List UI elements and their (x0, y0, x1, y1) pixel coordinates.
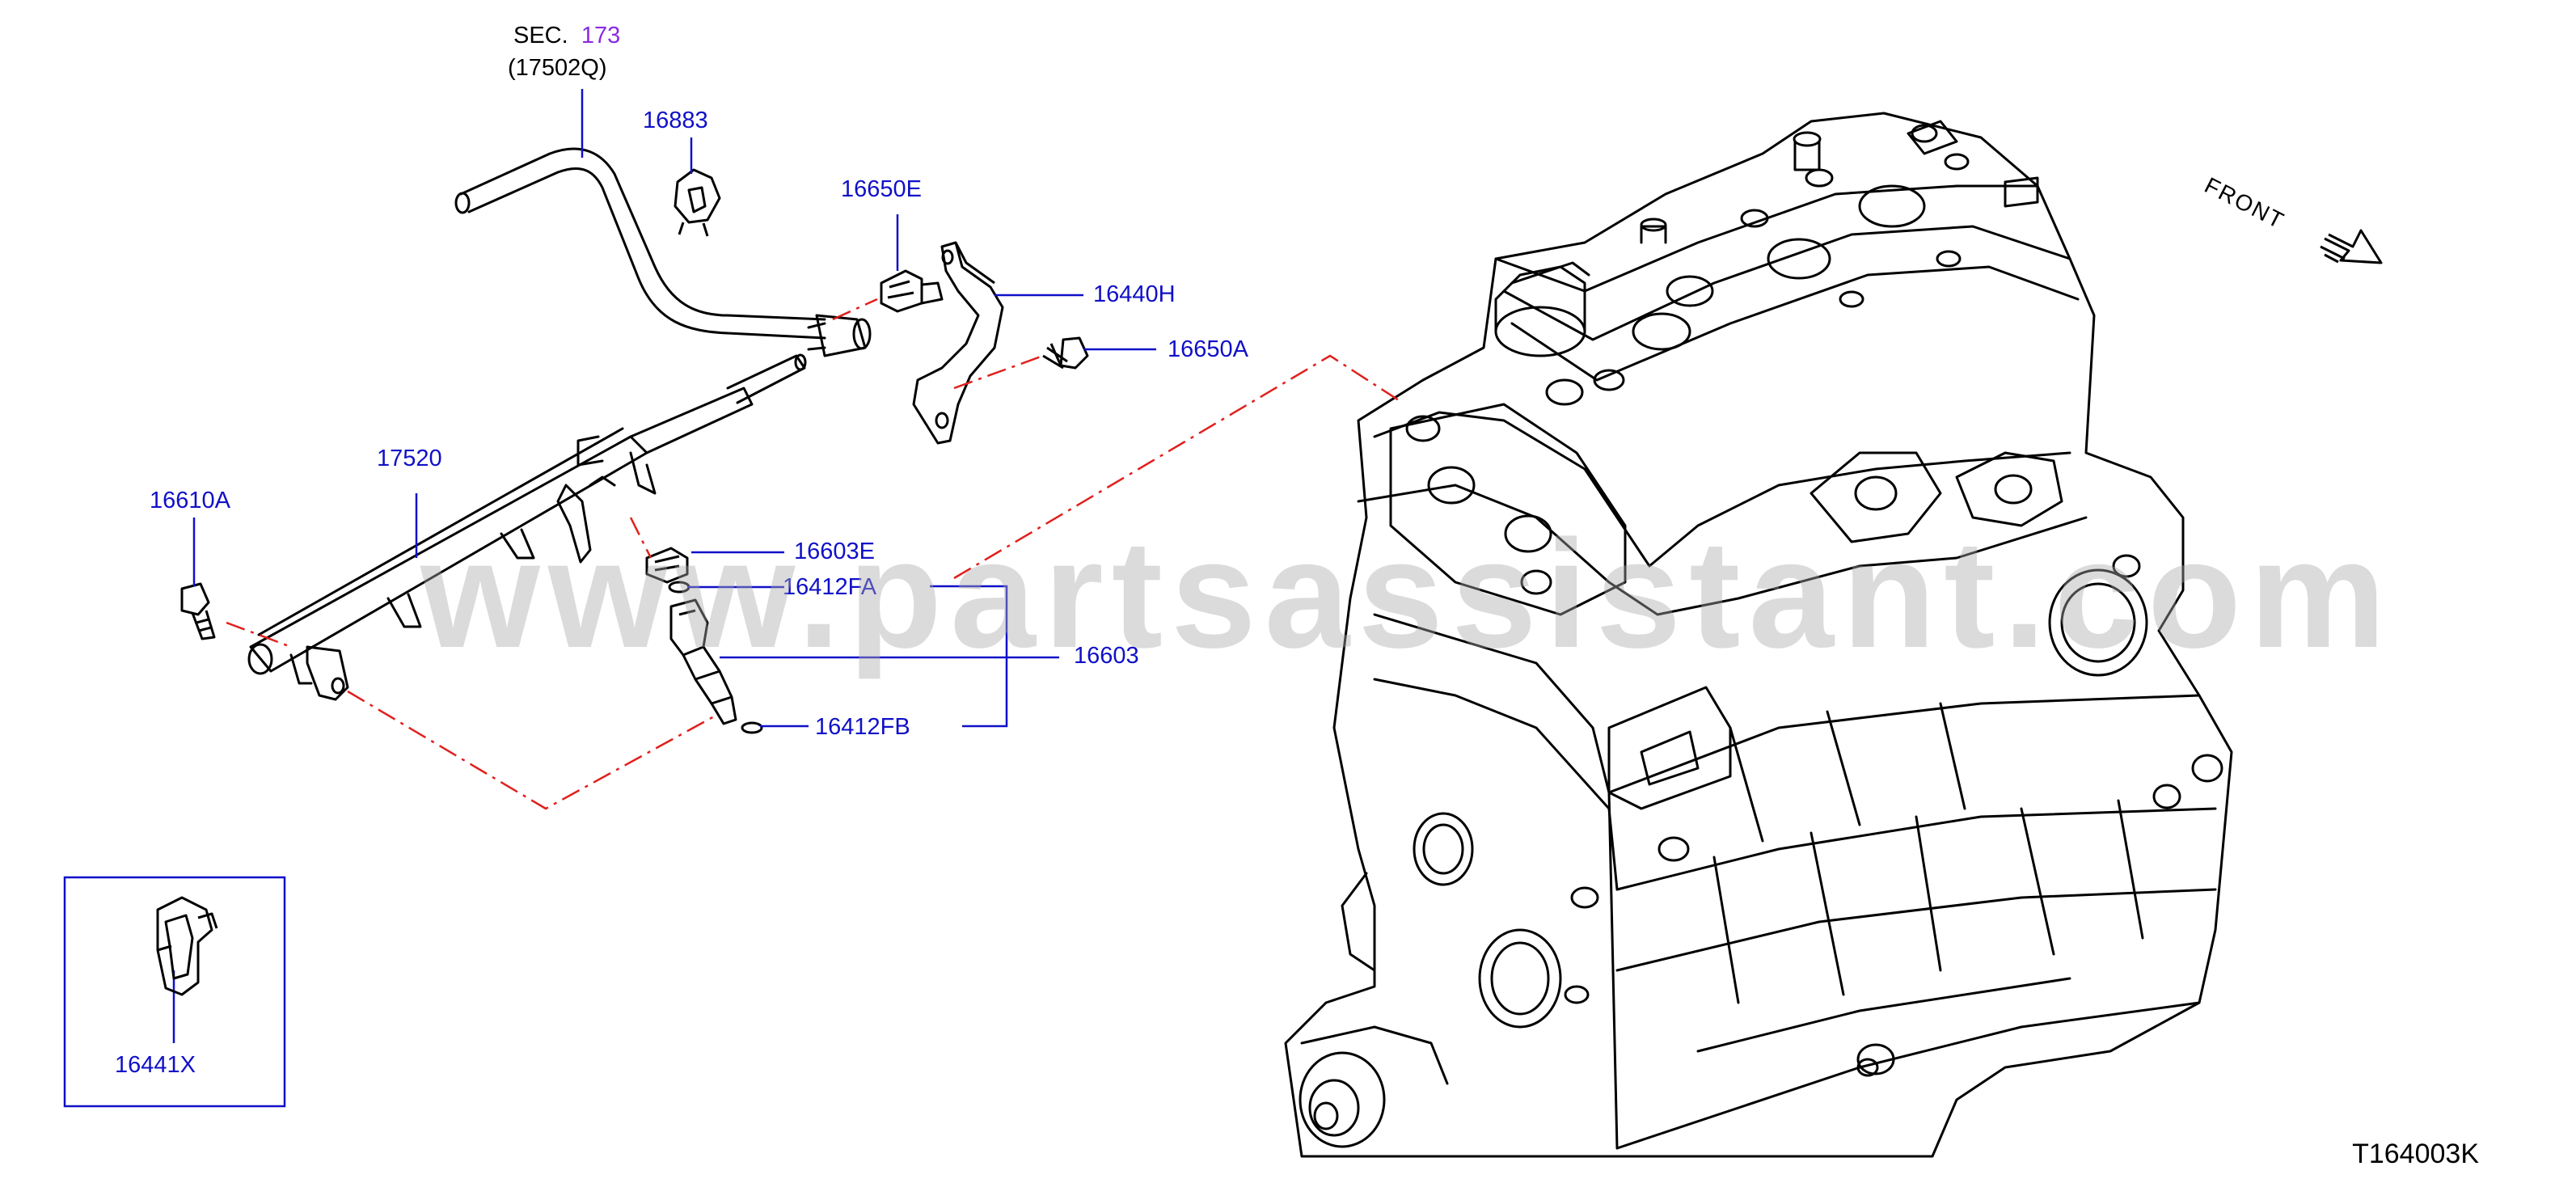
clip-16441X-drawing (156, 896, 218, 996)
part-label-16603E[interactable]: 16603E (794, 539, 875, 564)
bolt-16610A-drawing (180, 582, 216, 640)
injector-16603-drawing (669, 598, 737, 725)
engine-block-drawing (1284, 112, 2233, 1158)
front-arrow-icon (2320, 229, 2383, 264)
bracket-16440H-drawing (912, 241, 1004, 445)
part-label-16883[interactable]: 16883 (643, 108, 708, 133)
section-label: SEC. 173 (513, 24, 620, 48)
part-label-16650A[interactable]: 16650A (1168, 336, 1248, 362)
part-label-16650E[interactable]: 16650E (841, 176, 922, 202)
part-label-16412FB[interactable]: 16412FB (815, 714, 910, 740)
drawing-code: T164003K (2352, 1139, 2479, 1169)
detail-inset-box (63, 876, 286, 1108)
watermark: www.partsassistant.com (420, 509, 2394, 680)
leader-lines (172, 89, 1156, 1043)
dashed-alignment-lines (226, 298, 1400, 810)
fuel-hose-drawing (454, 147, 872, 357)
fuel-rail-drawing (247, 353, 807, 701)
bolt-16650A-drawing (1042, 336, 1089, 370)
section-number-link[interactable]: 173 (581, 23, 621, 49)
clip-16603E-drawing (645, 547, 689, 584)
part-label-16412FA[interactable]: 16412FA (783, 574, 877, 600)
part-label-16441X[interactable]: 16441X (115, 1052, 196, 1078)
part-label-16603[interactable]: 16603 (1074, 643, 1139, 669)
part-label-16610A[interactable]: 16610A (150, 488, 230, 513)
part-label-16440H[interactable]: 16440H (1093, 281, 1176, 307)
section-prefix: SEC. (513, 23, 568, 49)
part-label-17520[interactable]: 17520 (377, 446, 442, 471)
section-sub-ref: (17502Q) (508, 55, 607, 81)
clip-16650E-drawing (880, 269, 944, 313)
oring-16412FB-drawing (741, 721, 763, 734)
clip-16883-drawing (674, 168, 721, 237)
